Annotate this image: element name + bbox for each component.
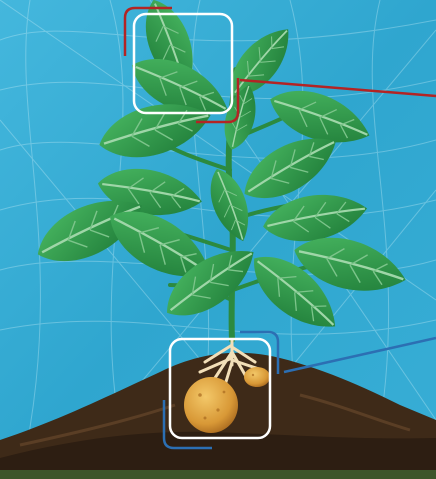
tuber-large — [184, 377, 238, 433]
tuber-small — [244, 367, 270, 387]
